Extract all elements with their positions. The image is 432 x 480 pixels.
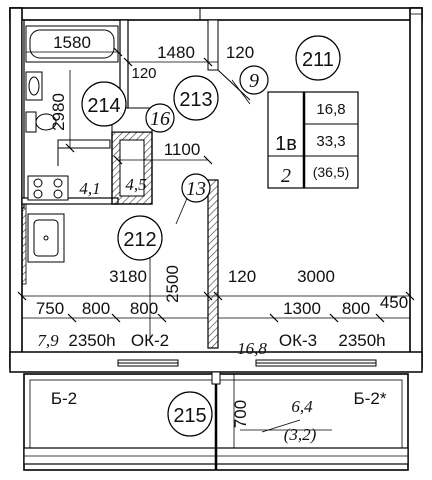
area-7-9-label: 7,9 <box>37 331 59 350</box>
bathtub <box>25 25 119 63</box>
area-4-1-label: 4,1 <box>79 179 100 198</box>
balcony-door-left <box>211 371 221 385</box>
room-circles <box>81 35 341 437</box>
central-wall <box>207 179 219 349</box>
room-213-label: 213 <box>179 89 212 111</box>
door-living <box>207 19 251 101</box>
leader-lines <box>175 79 301 433</box>
kitchen-stove <box>27 175 69 201</box>
dim-700: 700 <box>231 400 250 428</box>
area-9-label: 9 <box>249 70 259 92</box>
window-ok3-label: ОК-3 <box>279 331 317 350</box>
area-16-label: 16 <box>150 108 170 130</box>
living-area-value: 16,8 <box>316 101 345 118</box>
dim-3000: 3000 <box>297 267 335 286</box>
dim-1480: 1480 <box>157 43 195 62</box>
balcony <box>23 372 409 471</box>
dim-1100: 1100 <box>164 140 201 159</box>
area-13-label: 13 <box>186 178 206 200</box>
dim-120-mid: 120 <box>228 267 256 286</box>
dimension-lines <box>22 51 410 448</box>
room-215-label: 215 <box>173 405 206 427</box>
balcony-b2-label: Б-2 <box>51 389 77 408</box>
apartment-type-label: 1в <box>275 133 297 155</box>
dim-2350h-b: 2350h <box>338 331 385 350</box>
kitchen-sink <box>27 213 65 263</box>
window-ok3 <box>255 359 377 367</box>
dim-800-c: 800 <box>342 299 370 318</box>
total-area-value: 33,3 <box>316 133 345 150</box>
balcony-b2-star-label: Б-2* <box>354 389 387 408</box>
room-214-label: 214 <box>87 95 120 117</box>
dimension-ticks <box>17 47 415 323</box>
dim-1580: 1580 <box>53 33 91 52</box>
dim-2500: 2500 <box>163 265 182 303</box>
dim-750: 750 <box>36 299 64 318</box>
dim-120-bath: 120 <box>131 65 156 82</box>
total-with-balcony-value: (36,5) <box>313 164 350 180</box>
toilet <box>25 111 57 133</box>
area-3-2-label: (3,2) <box>284 425 317 444</box>
sink-bath <box>25 71 43 101</box>
area-16-8-label: 16,8 <box>237 339 267 358</box>
window-ok2 <box>117 359 179 367</box>
bathroom-door <box>57 139 111 166</box>
apartment-index-label: 2 <box>281 165 291 187</box>
dim-2980: 2980 <box>49 93 68 131</box>
dim-120-top: 120 <box>226 43 254 62</box>
area-4-5-label: 4,5 <box>125 175 146 194</box>
dim-2350h-a: 2350h <box>68 331 115 350</box>
dim-450: 450 <box>380 293 408 312</box>
area-6-4-label: 6,4 <box>291 397 313 416</box>
ventilation-shaft <box>111 131 153 205</box>
dim-800-a: 800 <box>82 299 110 318</box>
area-summary-table <box>267 91 359 189</box>
kitchen-counter <box>21 203 27 285</box>
room-211-label: 211 <box>302 49 334 71</box>
window-ok2-label: ОК-2 <box>131 331 169 350</box>
room-212-label: 212 <box>123 229 156 251</box>
dim-3180: 3180 <box>109 267 147 286</box>
dim-1300: 1300 <box>283 299 321 318</box>
dim-800-b: 800 <box>130 299 158 318</box>
